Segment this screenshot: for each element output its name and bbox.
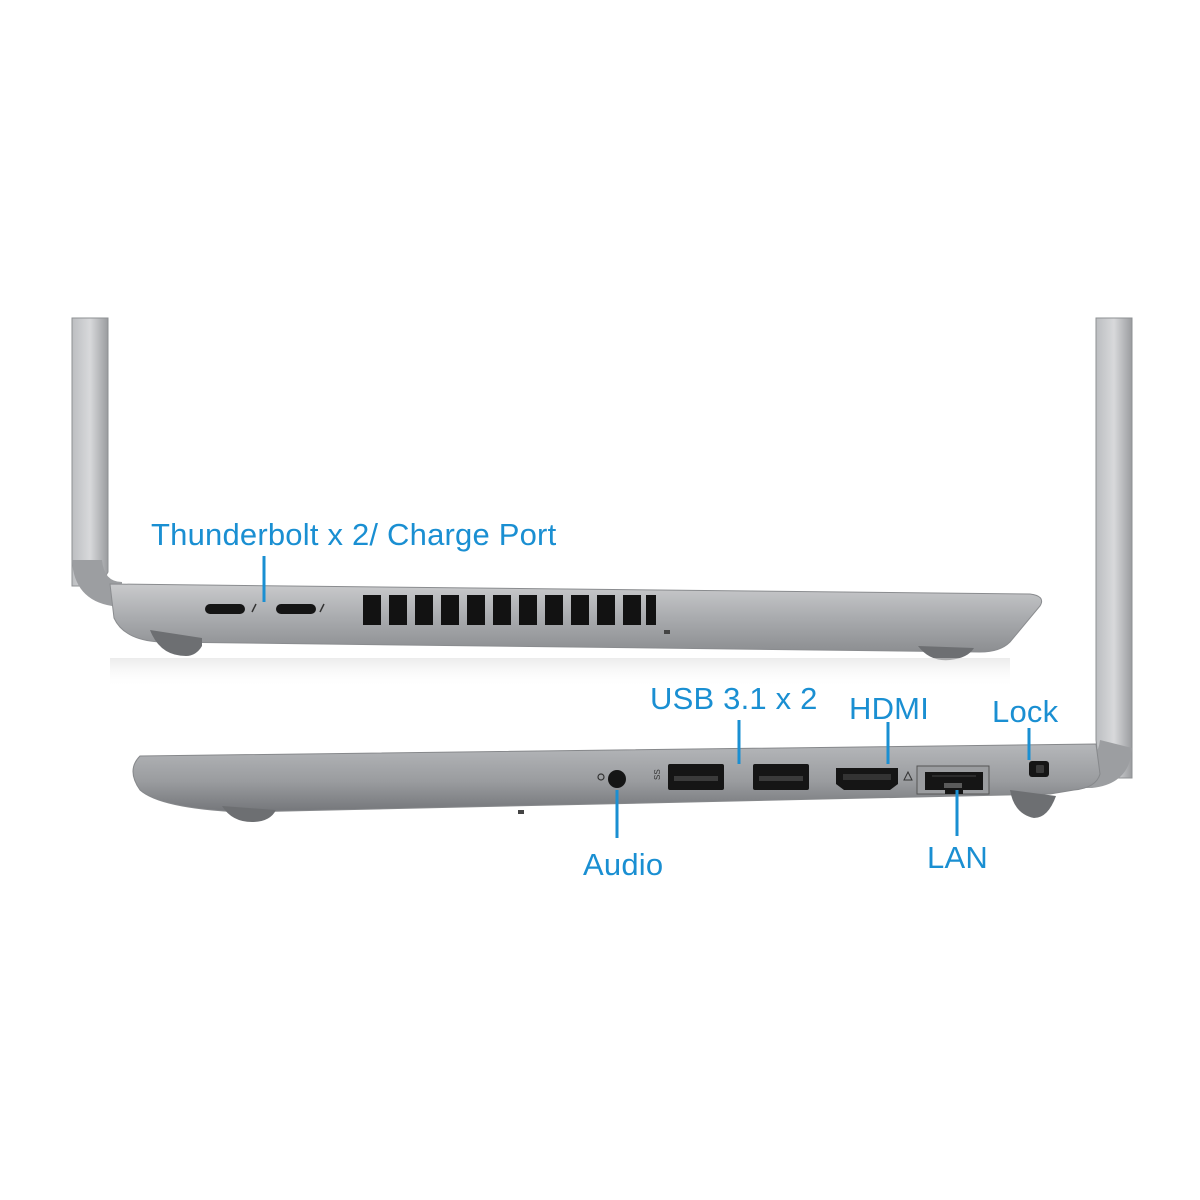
lid-edge-right bbox=[1095, 317, 1133, 779]
thunderbolt-port-2 bbox=[276, 604, 316, 614]
lid-edge-left bbox=[71, 317, 109, 587]
hinge-left bbox=[72, 560, 122, 606]
right-side-laptop: SS bbox=[132, 317, 1133, 822]
hdmi-icon bbox=[903, 770, 913, 781]
lan-label: LAN bbox=[927, 840, 988, 875]
foot-left-rear bbox=[918, 646, 974, 661]
screw bbox=[518, 810, 524, 814]
thunderbolt-icon bbox=[319, 603, 325, 613]
thunderbolt-label: Thunderbolt x 2/ Charge Port bbox=[151, 517, 557, 552]
foot-right-front bbox=[222, 806, 276, 822]
lock-label: Lock bbox=[992, 694, 1059, 729]
hdmi-label: HDMI bbox=[849, 691, 930, 726]
audio-jack bbox=[608, 770, 626, 788]
usb-icon: SS bbox=[653, 769, 662, 780]
foot-right-rear bbox=[1010, 790, 1056, 818]
vent-grille bbox=[363, 595, 656, 625]
usb-label: USB 3.1 x 2 bbox=[650, 681, 818, 716]
vent-screw bbox=[664, 630, 670, 634]
headphone-icon bbox=[597, 773, 605, 781]
thunderbolt-port-1 bbox=[205, 604, 245, 614]
reflection bbox=[110, 658, 1010, 688]
foot-left-front bbox=[150, 630, 202, 656]
thunderbolt-icon bbox=[251, 603, 257, 613]
audio-label: Audio bbox=[583, 847, 664, 882]
callout-lines bbox=[262, 556, 1031, 838]
left-side-laptop bbox=[71, 317, 1043, 661]
